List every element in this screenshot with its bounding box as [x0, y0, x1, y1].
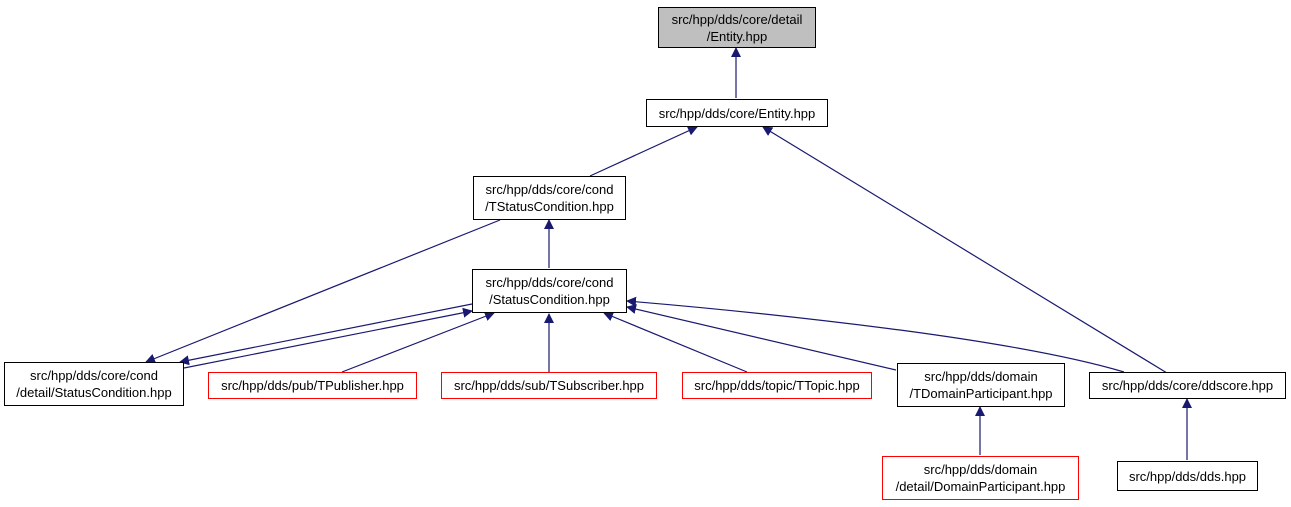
node-detail-entity: src/hpp/dds/core/detail /Entity.hpp — [658, 7, 816, 48]
edge-ddscore-to-statuscondition — [626, 296, 1125, 373]
edge-ttopic-to-statuscondition — [603, 311, 748, 373]
node-ttopic[interactable]: src/hpp/dds/topic/TTopic.hpp — [682, 372, 872, 399]
node-tsubscriber[interactable]: src/hpp/dds/sub/TSubscriber.hpp — [441, 372, 657, 399]
node-tdomainparticipant[interactable]: src/hpp/dds/domain /TDomainParticipant.h… — [897, 363, 1065, 407]
edge-tpublisher-to-statuscondition — [341, 311, 495, 373]
edge-detailstatuscondition-to-statuscondition — [183, 307, 473, 369]
node-core-entity[interactable]: src/hpp/dds/core/Entity.hpp — [646, 99, 828, 127]
node-dds[interactable]: src/hpp/dds/dds.hpp — [1117, 461, 1258, 491]
edge-ddscore-to-entity — [762, 126, 1168, 374]
node-statuscondition[interactable]: src/hpp/dds/core/cond /StatusCondition.h… — [472, 269, 627, 313]
node-domainparticipant[interactable]: src/hpp/dds/domain /detail/DomainPartici… — [882, 456, 1079, 500]
node-ddscore[interactable]: src/hpp/dds/core/ddscore.hpp — [1089, 372, 1286, 399]
node-tstatuscondition[interactable]: src/hpp/dds/core/cond /TStatusCondition.… — [473, 176, 626, 220]
edge-detailstatuscondition-to-tstatuscondition — [145, 219, 501, 364]
node-detail-statuscondition[interactable]: src/hpp/dds/core/cond /detail/StatusCond… — [4, 362, 184, 406]
node-tpublisher[interactable]: src/hpp/dds/pub/TPublisher.hpp — [208, 372, 417, 399]
edge-statuscondition-to-detailstatuscondition — [179, 303, 473, 366]
edge-tdomainparticipant-to-statuscondition — [626, 304, 897, 371]
edge-tstatuscondition-to-entity — [589, 126, 698, 177]
